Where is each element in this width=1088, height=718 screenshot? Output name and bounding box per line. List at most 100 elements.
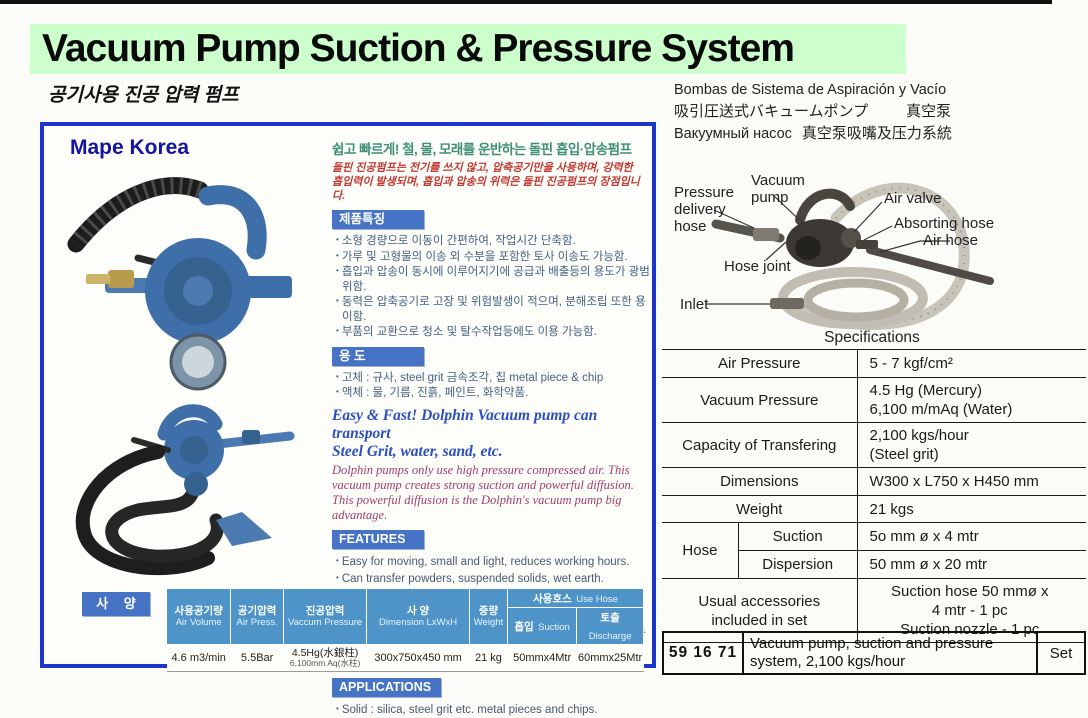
use-kr-item: 액체 : 물, 기름, 진흙, 페인트, 화학약품. — [332, 385, 650, 401]
mini-values-row: 4.6 m3/min 5.5Bar 4.5Hg(水銀柱)6,100mm Aq(水… — [166, 644, 644, 672]
section-header-features-kr: 제품특징 — [332, 210, 424, 229]
mini-col-kr: 중량 — [478, 604, 499, 617]
use-kr-item: 고체 : 규사, steel grit 금속조각, 칩 metal piece … — [332, 370, 650, 386]
spec-value: 5 - 7 kgf/cm² — [856, 349, 1086, 378]
title-russian: Вакуумный насос — [674, 126, 792, 142]
spec-label: Air Pressure — [662, 349, 858, 378]
mini-col-suction: 흡입 Suction — [507, 607, 578, 645]
mini-col-kr: 공기압력 — [237, 604, 277, 617]
pump-diagram: Pressure delivery hose Vacuum pump Air v… — [658, 148, 1088, 332]
mini-value-air-press: 5.5Bar — [230, 644, 284, 672]
applications-list: Solid : silica, steel grit etc. metal pi… — [332, 701, 650, 718]
spec-value: 5o mm ø x 4 mtr — [856, 522, 1086, 551]
spec-row-hose-dispersion: Dispersion 50 mm ø x 20 mtr — [662, 550, 1086, 579]
brand-logo: Mape Korea — [70, 136, 190, 159]
product-panel: Mape Korea — [40, 122, 656, 716]
spec-row: Capacity of Transfering 2,100 kgs/hour (… — [662, 422, 1086, 468]
spec-row: Vacuum Pressure 4.5 Hg (Mercury) 6,100 m… — [662, 377, 1086, 423]
mini-col-en: Discharge — [588, 631, 632, 642]
label-hose-joint: Hose joint — [724, 258, 791, 275]
section-header-use-kr: 용 도 — [332, 346, 424, 366]
mini-value-air-volume: 4.6 m3/min — [166, 644, 231, 672]
feature-kr-item: 동력은 압축공기로 고장 및 위험발생이 적으며, 분해조립 또한 용이함. — [332, 294, 650, 324]
order-row: 59 16 71 Vacuum pump, suction and pressu… — [662, 631, 1086, 675]
mini-col-en: Weight — [473, 616, 504, 628]
specifications-table: Air Pressure 5 - 7 kgf/cm² Vacuum Pressu… — [662, 349, 1086, 643]
order-unit: Set — [1036, 631, 1086, 675]
mini-col-en: Use Hose — [576, 594, 618, 605]
spec-label: Vacuum Pressure — [662, 377, 858, 423]
product-photo-2 — [75, 404, 295, 576]
mini-value-discharge: 60mmx25Mtr — [576, 644, 644, 672]
label-pressure-delivery-hose: Pressure delivery hose — [674, 184, 735, 235]
label-air-valve: Air valve — [884, 190, 942, 207]
title-russian-row: Вакуумный насос 真空泵吸嘴及压力系統 — [674, 123, 1084, 145]
specifications-title: Specifications — [824, 329, 920, 346]
mini-value-weight: 21 kg — [469, 644, 508, 672]
features-kr-list: 소형 경량으로 이동이 간편하여, 작업시간 단축함. 가루 및 고형물의 이송… — [332, 233, 650, 340]
headline-subtext-korean: 돌핀 진공펌프는 전기를 쓰지 않고, 압축공기만을 사용하며, 강력한 흡입력… — [332, 162, 640, 202]
title-chinese-2: 真空泵吸嘴及压力系統 — [801, 125, 952, 142]
spec-row: Dimensions W300 x L750 x H450 mm — [662, 467, 1086, 496]
label-absorting-hose: Absorting hose — [894, 215, 995, 232]
spec-value: 50 mm ø x 20 mtr — [856, 550, 1086, 579]
mini-col-use-hose: 사용호스 Use Hose — [507, 588, 644, 608]
mini-col-en: Dimension LxWxH — [379, 616, 458, 628]
mini-value-vacuum: 4.5Hg(水銀柱)6,100mm Aq(水柱) — [283, 644, 367, 672]
section-header-features-en: FEATURES — [332, 529, 424, 549]
mini-col-en: Air Volume — [175, 616, 222, 628]
section-header-applications: APPLICATIONS — [332, 678, 442, 697]
mini-col-kr: 사용호스 — [533, 593, 572, 605]
mini-value-dimension: 300x750x450 mm — [366, 644, 470, 672]
dolphin-description: Dolphin pumps only use high pressure com… — [332, 462, 634, 522]
spec-value: 4.5 Hg (Mercury) 6,100 m/mAq (Water) — [856, 377, 1086, 423]
headline-korean: 쉽고 빠르게! 철, 물, 모래를 운반하는 돌핀 흡입·압송펌프 — [332, 142, 632, 157]
feature-kr-item: 흡입과 압송이 동시에 이루어지기에 공급과 배출등의 용도가 광범위함. — [332, 264, 650, 294]
feature-kr-item: 부품의 교환으로 청소 및 탈수작업등에도 이용 가능함. — [332, 324, 650, 340]
label-air-hose: Air hose — [923, 232, 979, 249]
mini-col-en: Suction — [538, 622, 570, 633]
title-highlight: Vacuum Pump Suction & Pressure System — [30, 24, 906, 74]
label-vacuum-pump: Vacuum pump — [751, 172, 805, 206]
application-item: Solid : silica, steel grit etc. metal pi… — [332, 701, 650, 718]
spec-row-hose-suction: Hose Suction 5o mm ø x 4 mtr — [662, 522, 1086, 579]
mini-col-en: Air Press. — [236, 616, 278, 628]
spec-row-accessories: Usual accessories included in set Suctio… — [662, 578, 1086, 643]
title-japanese: 吸引圧送式バキュームポンプ — [674, 103, 869, 120]
order-code: 59 16 71 — [662, 631, 744, 675]
pump-diagram-art — [706, 182, 994, 331]
spec-label: Weight — [662, 495, 858, 523]
mini-value-vacuum-sub: 6,100mm Aq(水柱) — [289, 658, 361, 668]
label-inlet: Inlet — [680, 296, 709, 313]
mini-value-suction: 50mmx4Mtr — [507, 644, 577, 672]
mini-table-label: 사 양 — [82, 592, 150, 616]
spec-sublabel: Suction — [737, 522, 858, 551]
subtitle-korean: 공기사용 진공 압력 펌프 — [48, 85, 239, 106]
product-photo-1 — [67, 177, 292, 391]
feature-en-item: Easy for moving, small and light, reduce… — [332, 553, 650, 571]
title-japanese-row: 吸引圧送式バキュームポンプ真空泵 — [674, 101, 1084, 123]
easyfast-heading: Easy & Fast! Dolphin Vacuum pump can tra… — [332, 406, 598, 460]
feature-kr-item: 소형 경량으로 이동이 간편하여, 작업시간 단축함. — [332, 233, 650, 249]
spec-label: Capacity of Transfering — [662, 422, 858, 468]
use-kr-list: 고체 : 규사, steel grit 금속조각, 칩 metal piece … — [332, 370, 650, 401]
spec-label: Dimensions — [662, 467, 858, 496]
title-spanish: Bombas de Sistema de Aspiración y Vacío — [674, 82, 947, 98]
mini-col-kr: 토출 — [600, 612, 620, 624]
mini-col-kr: 사 양 — [406, 604, 430, 617]
mini-col-en: Vaccum Pressure — [287, 616, 363, 628]
feature-kr-item: 가루 및 고형물의 이송 외 수분을 포함한 토사 이송도 가능함. — [332, 249, 650, 265]
feature-en-item: Can transfer powders, suspended solids, … — [332, 570, 650, 588]
mini-col-kr: 사용공기량 — [174, 604, 223, 617]
mini-col-kr: 흡입 — [514, 621, 534, 633]
mini-value-vacuum-main: 4.5Hg(水銀柱) — [291, 647, 359, 659]
order-table: 59 16 71 Vacuum pump, suction and pressu… — [662, 631, 1086, 675]
spec-value: W300 x L750 x H450 mm — [856, 467, 1086, 496]
